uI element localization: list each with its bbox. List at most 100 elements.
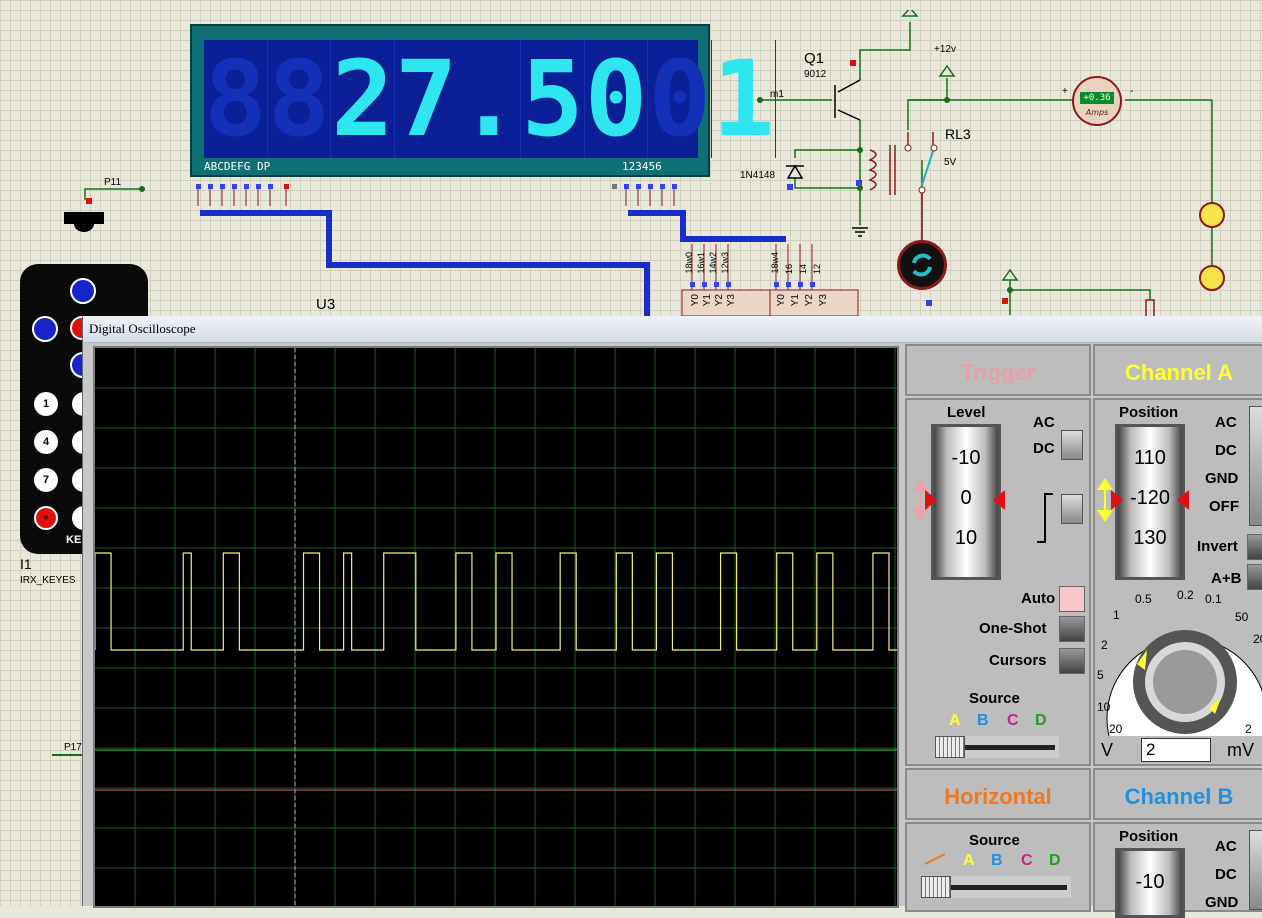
remote-up-button[interactable] xyxy=(70,278,96,304)
remote-key-7[interactable]: 7 xyxy=(34,468,58,492)
a-plus-b-label: A+B xyxy=(1211,570,1242,587)
channel-b-position-drum[interactable]: -10 xyxy=(1115,848,1185,918)
trigger-coupling-switch[interactable] xyxy=(1061,430,1083,460)
lcd-digit: 0 xyxy=(648,38,712,160)
channel-b-dc[interactable]: DC xyxy=(1215,866,1237,883)
channel-a-off[interactable]: OFF xyxy=(1209,498,1239,515)
position-pointer-left-icon xyxy=(1111,490,1123,510)
relay-name: RL3 xyxy=(945,126,971,142)
relay-voltage: 5V xyxy=(944,157,957,168)
knob-scale: 50 xyxy=(1235,610,1249,624)
remote-name: I1 xyxy=(20,556,32,572)
knob-scale: 20 xyxy=(1109,722,1123,736)
source-c[interactable]: C xyxy=(1007,712,1019,729)
lcd-digit-row: 8 8 2 7. 5 0 0 1 xyxy=(204,38,776,160)
channel-a-title: Channel A xyxy=(1125,360,1233,385)
channel-a-position-label: Position xyxy=(1119,404,1179,421)
lcd-segment-pins xyxy=(196,184,292,206)
drum-value: 130 xyxy=(1133,527,1167,549)
led-indicator xyxy=(1199,265,1225,291)
oscilloscope-window[interactable]: Digital Oscilloscope Trigger Level -10 0… xyxy=(82,316,1262,918)
trigger-edge-switch[interactable] xyxy=(1061,494,1083,524)
horizontal-source-a[interactable]: A xyxy=(963,852,975,869)
horizontal-source-c[interactable]: C xyxy=(1021,852,1033,869)
one-shot-button[interactable] xyxy=(1059,616,1085,642)
source-d[interactable]: D xyxy=(1035,712,1047,729)
horizontal-source-d[interactable]: D xyxy=(1049,852,1061,869)
decoder-out-label: Y0 xyxy=(690,294,701,307)
horizontal-source-b[interactable]: B xyxy=(991,852,1003,869)
horizontal-title: Horizontal xyxy=(944,784,1052,809)
channel-b-coupling-switch[interactable] xyxy=(1249,830,1262,910)
channel-a-trace xyxy=(94,552,938,651)
knob-scale: 0.5 xyxy=(1135,592,1152,606)
knob-scale: 0.1 xyxy=(1205,592,1222,606)
motor[interactable] xyxy=(897,240,947,290)
cursors-button[interactable] xyxy=(1059,648,1085,674)
knob-scale: 10 xyxy=(1097,700,1111,714)
channel-a-coupling-switch[interactable] xyxy=(1249,406,1262,526)
volts-div-input[interactable]: 2 xyxy=(1141,738,1211,762)
channel-b-gnd[interactable]: GND xyxy=(1205,894,1239,911)
data-bus xyxy=(200,210,332,216)
ramp-icon xyxy=(925,853,946,865)
u3-label: U3 xyxy=(316,296,336,313)
cursors-label: Cursors xyxy=(989,652,1047,669)
trigger-title: Trigger xyxy=(960,360,1036,385)
drum-value: 0 xyxy=(960,487,972,509)
channel-a-arrow-icon[interactable] xyxy=(1097,478,1113,522)
lcd-digit: 8 xyxy=(267,38,332,160)
channel-a-ac[interactable]: AC xyxy=(1215,414,1237,431)
channel-b-position-label: Position xyxy=(1119,828,1179,845)
lcd-digit: 7. xyxy=(394,38,522,160)
source-b[interactable]: B xyxy=(977,712,989,729)
digit-bus xyxy=(680,236,786,242)
ammeter[interactable]: +0.36 Amps xyxy=(1072,76,1122,126)
volts-unit: V xyxy=(1101,740,1114,760)
decoder-out-label: Y1 xyxy=(702,294,713,307)
remote-label: KE xyxy=(66,534,82,546)
channel-b-ac[interactable]: AC xyxy=(1215,838,1237,855)
ammeter-unit: Amps xyxy=(1085,108,1109,117)
decoder-pin-label: 14w2 xyxy=(708,252,718,274)
digit-bus xyxy=(680,210,686,242)
trigger-panel: Level -10 0 10 AC DC Auto One-Shot Curso… xyxy=(905,398,1091,766)
lcd-segment-label: ABCDEFG DP xyxy=(204,160,271,173)
invert-button[interactable] xyxy=(1247,534,1262,560)
p17-wire xyxy=(52,754,84,756)
p11-label: P11 xyxy=(104,177,122,188)
channel-a-header: Channel A xyxy=(1093,344,1262,396)
lcd-digit: 2 xyxy=(331,38,395,160)
level-pointer-left-icon xyxy=(925,490,937,510)
data-bus xyxy=(644,262,650,318)
led-indicator xyxy=(1199,202,1225,228)
net-label-m1: m1 xyxy=(770,89,784,100)
transistor-name: Q1 xyxy=(804,50,825,67)
decoder-out-label: Y3 xyxy=(726,294,737,307)
oscilloscope-titlebar[interactable]: Digital Oscilloscope xyxy=(83,316,1262,343)
remote-left-button[interactable] xyxy=(32,316,58,342)
remote-key-4[interactable]: 4 xyxy=(34,430,58,454)
channel-a-gnd[interactable]: GND xyxy=(1205,470,1239,487)
data-bus xyxy=(326,210,332,268)
decoder-pin-label: 16w1 xyxy=(696,252,706,274)
data-bus xyxy=(326,262,650,268)
horizontal-source-slider[interactable] xyxy=(921,876,1071,898)
trigger-source-slider[interactable] xyxy=(935,736,1059,758)
knob-scale: 0.2 xyxy=(1177,588,1194,602)
volts-div-knob[interactable] xyxy=(1099,586,1262,766)
knob-scale: 20 xyxy=(1253,632,1262,646)
trigger-arrow-icon[interactable] xyxy=(911,480,931,520)
a-plus-b-button[interactable] xyxy=(1247,564,1262,590)
scope-screen[interactable] xyxy=(93,346,938,908)
channel-a-dc[interactable]: DC xyxy=(1215,442,1237,459)
lcd-digit: 5 xyxy=(521,38,585,160)
remote-key-star[interactable]: * xyxy=(34,506,58,530)
remote-key-1[interactable]: 1 xyxy=(34,392,58,416)
horizontal-panel: Source A B C D xyxy=(905,822,1091,912)
position-pointer-right-icon xyxy=(1177,490,1189,510)
transistor-part: 9012 xyxy=(804,69,827,80)
auto-button[interactable] xyxy=(1059,586,1085,612)
millivolts-unit: mV xyxy=(1227,740,1254,760)
source-a[interactable]: A xyxy=(949,712,961,729)
